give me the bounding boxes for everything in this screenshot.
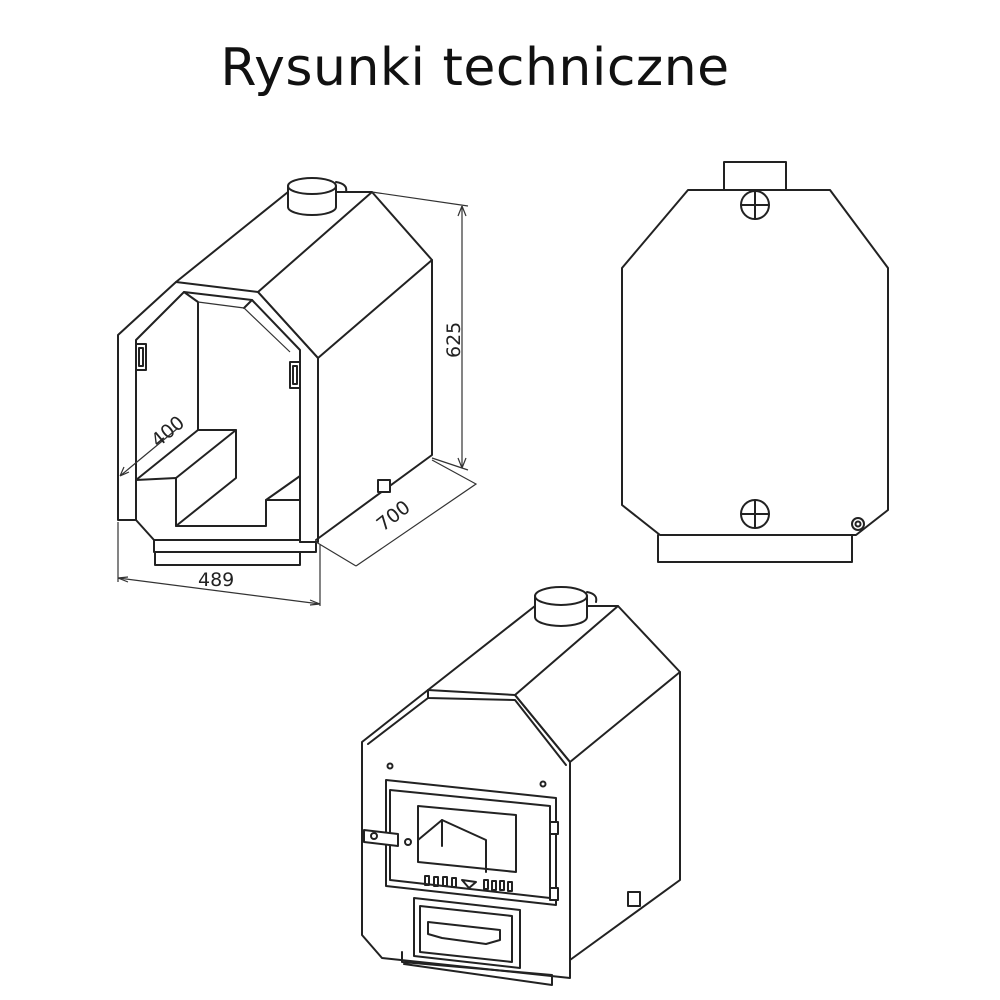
dimension-width-label: 489 (198, 569, 234, 591)
page-title: Rysunki techniczne (220, 38, 730, 98)
chimney-pipe-2 (534, 586, 598, 627)
fire-door (385, 779, 557, 906)
ash-drawer (413, 897, 521, 969)
door-handle-icon (363, 829, 412, 847)
dimension-height-label: 625 (443, 322, 465, 358)
chimney-pipe-1 (287, 177, 348, 216)
lower-port-icon (740, 499, 770, 529)
drain-port-icon (851, 517, 865, 531)
lower-hinge-icon (549, 887, 559, 901)
upper-port-icon (740, 190, 770, 220)
isometric-closed-view (361, 586, 681, 986)
air-vent-slots (424, 875, 513, 892)
isometric-open-view (117, 177, 433, 566)
dimension-inner-depth-label: 400 (147, 412, 189, 452)
rear-elevation-view (621, 161, 889, 563)
dimension-lines (117, 191, 478, 606)
upper-hinge-icon (549, 821, 559, 835)
